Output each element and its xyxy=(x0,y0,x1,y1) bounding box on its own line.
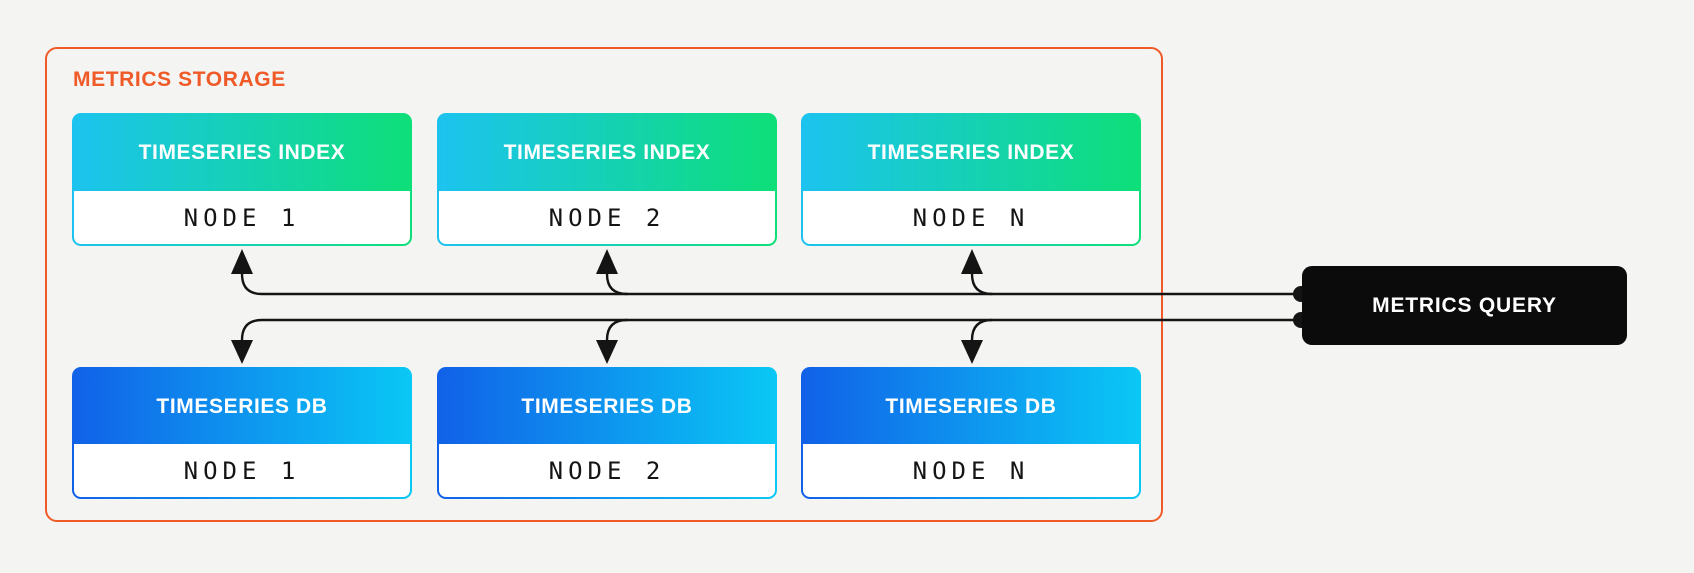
timeseries-db-node-1: TIMESERIES DB NODE 1 xyxy=(72,367,412,499)
timeseries-index-title: TIMESERIES INDEX xyxy=(867,141,1075,164)
timeseries-db-title: TIMESERIES DB xyxy=(156,394,328,418)
node-label: NODE 1 xyxy=(74,444,410,497)
timeseries-index-title: TIMESERIES INDEX xyxy=(138,141,346,164)
node-label: NODE 1 xyxy=(74,191,410,244)
metrics-query-label: METRICS QUERY xyxy=(1372,293,1557,317)
metrics-storage-label: METRICS STORAGE xyxy=(73,68,286,91)
node-label: NODE 2 xyxy=(439,444,775,497)
timeseries-index-node-2: TIMESERIES INDEX NODE 2 xyxy=(437,113,777,246)
metrics-query-box: METRICS QUERY xyxy=(1302,266,1627,345)
timeseries-index-node-n: TIMESERIES INDEX NODE N xyxy=(801,113,1141,246)
node-label: NODE N xyxy=(803,191,1139,244)
node-label: NODE N xyxy=(803,444,1139,497)
node-label: NODE 2 xyxy=(439,191,775,244)
timeseries-db-node-n: TIMESERIES DB NODE N xyxy=(801,367,1141,499)
timeseries-index-node-1: TIMESERIES INDEX NODE 1 xyxy=(72,113,412,246)
timeseries-index-title: TIMESERIES INDEX xyxy=(503,141,711,164)
timeseries-db-title: TIMESERIES DB xyxy=(521,394,693,418)
timeseries-db-title: TIMESERIES DB xyxy=(885,394,1057,418)
timeseries-db-node-2: TIMESERIES DB NODE 2 xyxy=(437,367,777,499)
